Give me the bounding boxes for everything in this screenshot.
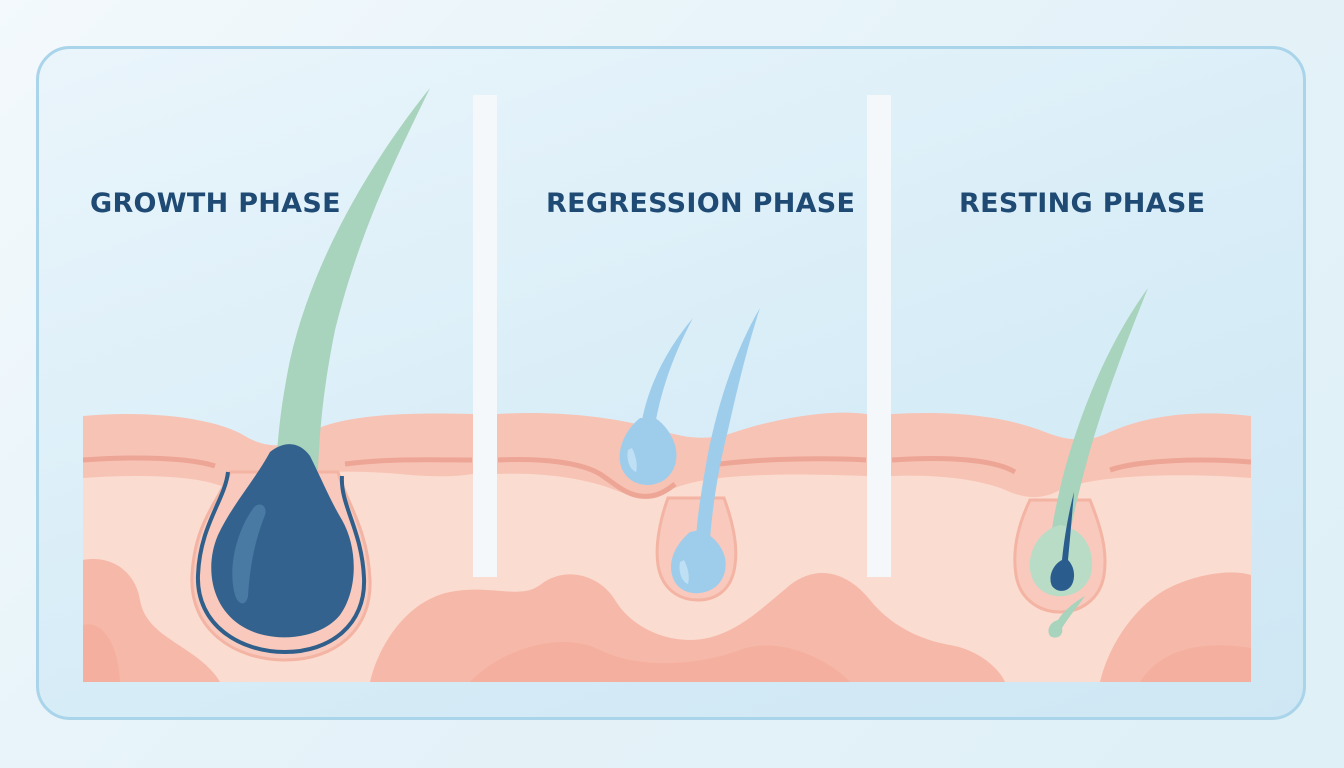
growth-follicle	[190, 88, 430, 662]
regression-hair-shaft	[696, 308, 760, 540]
phase-divider	[473, 95, 497, 577]
skin-tissue-blob	[1140, 645, 1251, 682]
resting-follicle	[1013, 288, 1148, 638]
resting-hair-shaft	[1050, 288, 1148, 545]
growth-phase-label: GROWTH PHASE	[90, 188, 341, 219]
regression-hair-shaft	[642, 318, 693, 425]
phase-divider	[867, 95, 891, 577]
regression-bulb-highlight	[679, 560, 689, 584]
growth-hair-shaft	[276, 88, 430, 470]
growth-bulb-highlight	[232, 504, 266, 604]
epidermis-line	[891, 456, 1251, 475]
skin-tissue-blob	[83, 559, 220, 682]
skin-tissue-blob	[470, 641, 850, 682]
regression-phase-label: REGRESSION PHASE	[546, 188, 856, 219]
resting-club-hair	[1050, 492, 1075, 591]
regression-bulb-highlight	[627, 448, 637, 472]
skin-tissue-blob	[83, 624, 120, 682]
epidermis-line	[497, 456, 867, 499]
growth-follicle-outline	[195, 471, 367, 655]
resting-germ	[1048, 596, 1085, 638]
regression-follicles	[619, 308, 760, 602]
resting-phase-label: RESTING PHASE	[959, 188, 1206, 219]
epidermis-line	[83, 455, 473, 469]
